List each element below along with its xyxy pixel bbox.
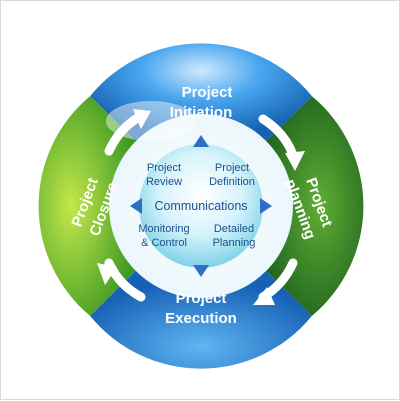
item-review-line1: Project [147,162,181,174]
arrow-up-icon [193,135,209,147]
item-definition-line2: Definition [209,176,255,188]
stage-initiation-line1: Project [182,84,233,101]
highlight-glow [106,101,196,141]
item-detailed-line1: Detailed [214,223,254,235]
arrow-left-icon [130,198,142,214]
item-monitoring-line1: Monitoring [138,223,189,235]
communications-hub [139,144,263,268]
cycle-arrow-top-left-icon [104,109,151,156]
arrow-down-icon [193,265,209,277]
stage-execution-line2: Execution [165,310,237,327]
ring-segment-initiation [90,43,312,153]
arrow-right-icon [260,198,272,214]
hub-communications-label: Communications [154,199,247,213]
cycle-arrow-bottom-right-icon [253,258,298,305]
item-review-line2: Review [146,176,182,188]
cycle-arrow-top-right-icon [258,114,305,171]
ring-segment-execution [90,259,312,369]
ring-segment-planning [254,96,364,316]
stage-execution-line1: Project [176,290,227,307]
cycle-arrow-bottom-left-icon [97,258,146,302]
item-detailed-line2: Planning [213,237,256,249]
item-definition-line1: Project [215,162,249,174]
item-monitoring-line2: & Control [141,237,187,249]
stage-initiation-line2: Initiation [170,104,233,121]
ring-segment-closure [38,96,148,316]
